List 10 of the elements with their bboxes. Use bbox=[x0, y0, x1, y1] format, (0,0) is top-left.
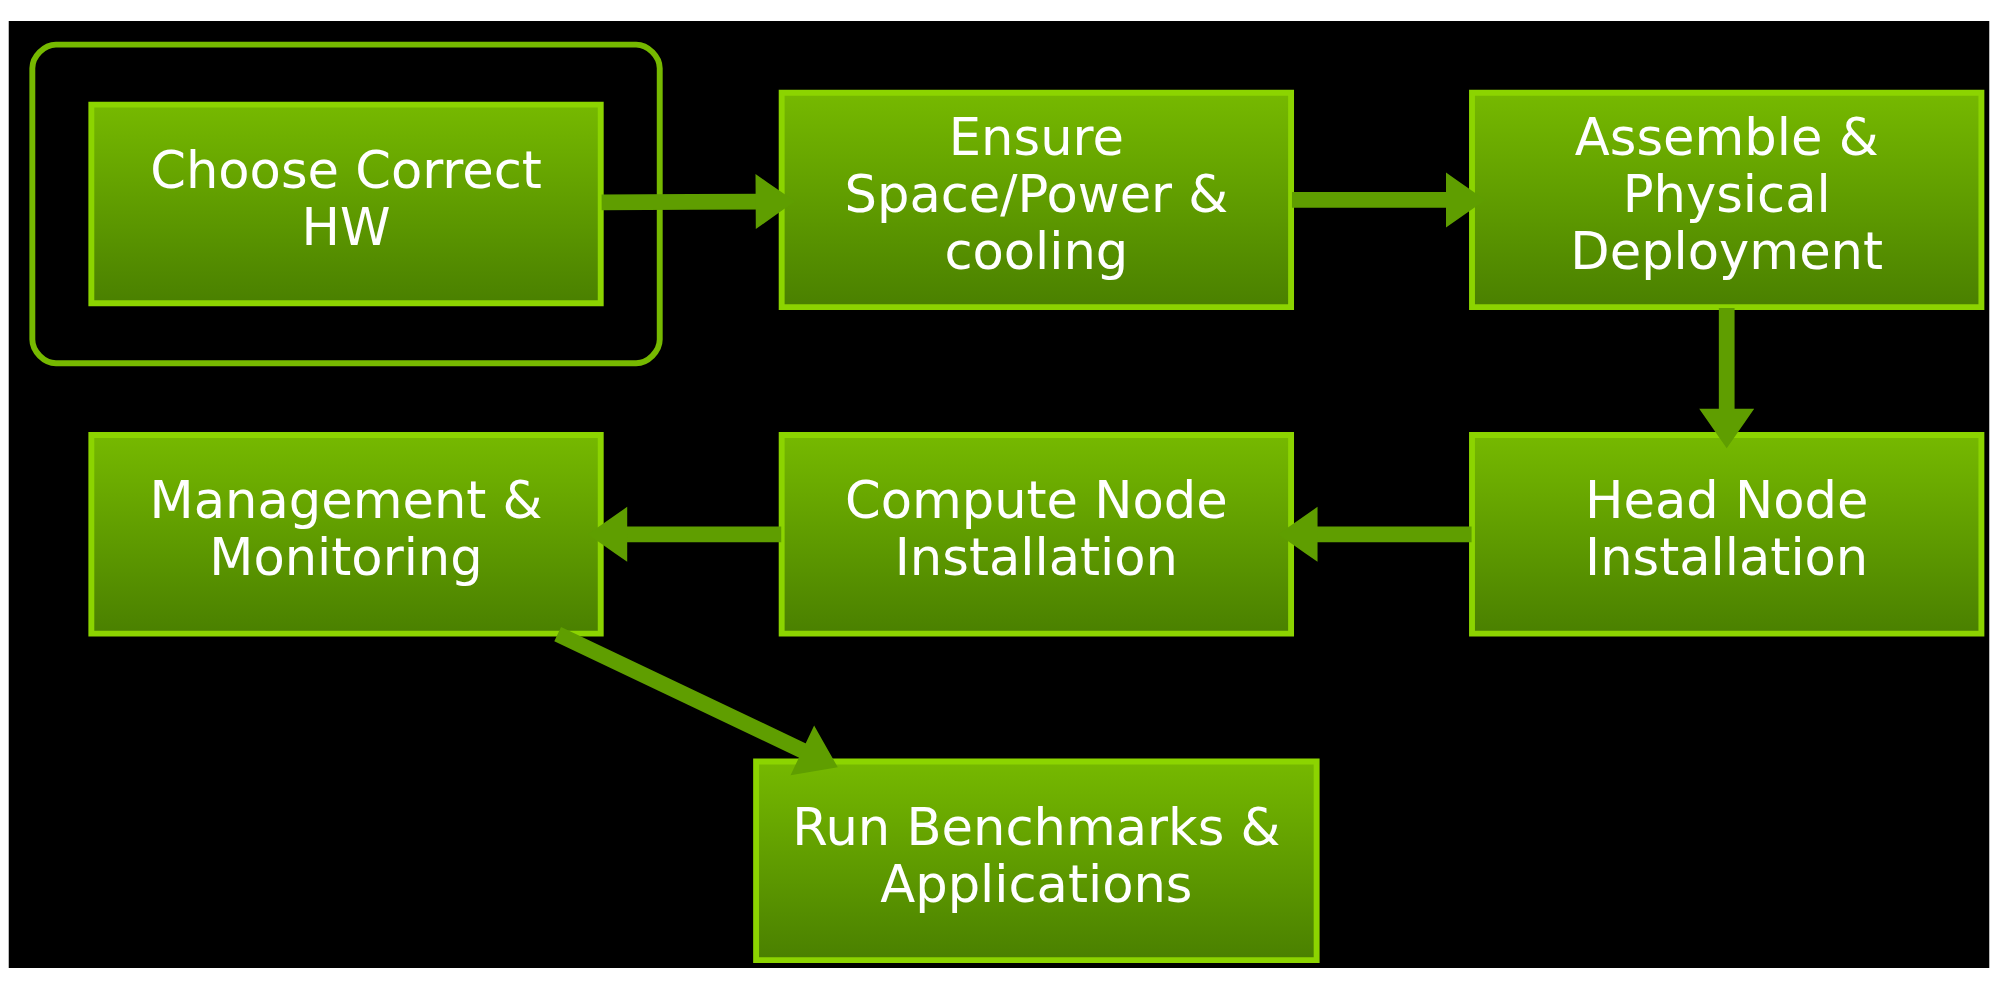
node-box: Choose Correct HW bbox=[88, 101, 604, 307]
node-box: Assemble & Physical Deployment bbox=[1469, 89, 1985, 311]
arrow bbox=[1699, 308, 1755, 449]
node-box: Management & Monitoring bbox=[88, 432, 604, 637]
node-box: Head Node Installation bbox=[1469, 432, 1985, 637]
node-box: Run Benchmarks & Applications bbox=[753, 758, 1320, 964]
node-box: Ensure Space/Power & cooling bbox=[778, 89, 1294, 311]
arrow bbox=[554, 626, 838, 776]
node-box: Compute Node Installation bbox=[778, 432, 1294, 637]
cluster bbox=[29, 41, 663, 367]
